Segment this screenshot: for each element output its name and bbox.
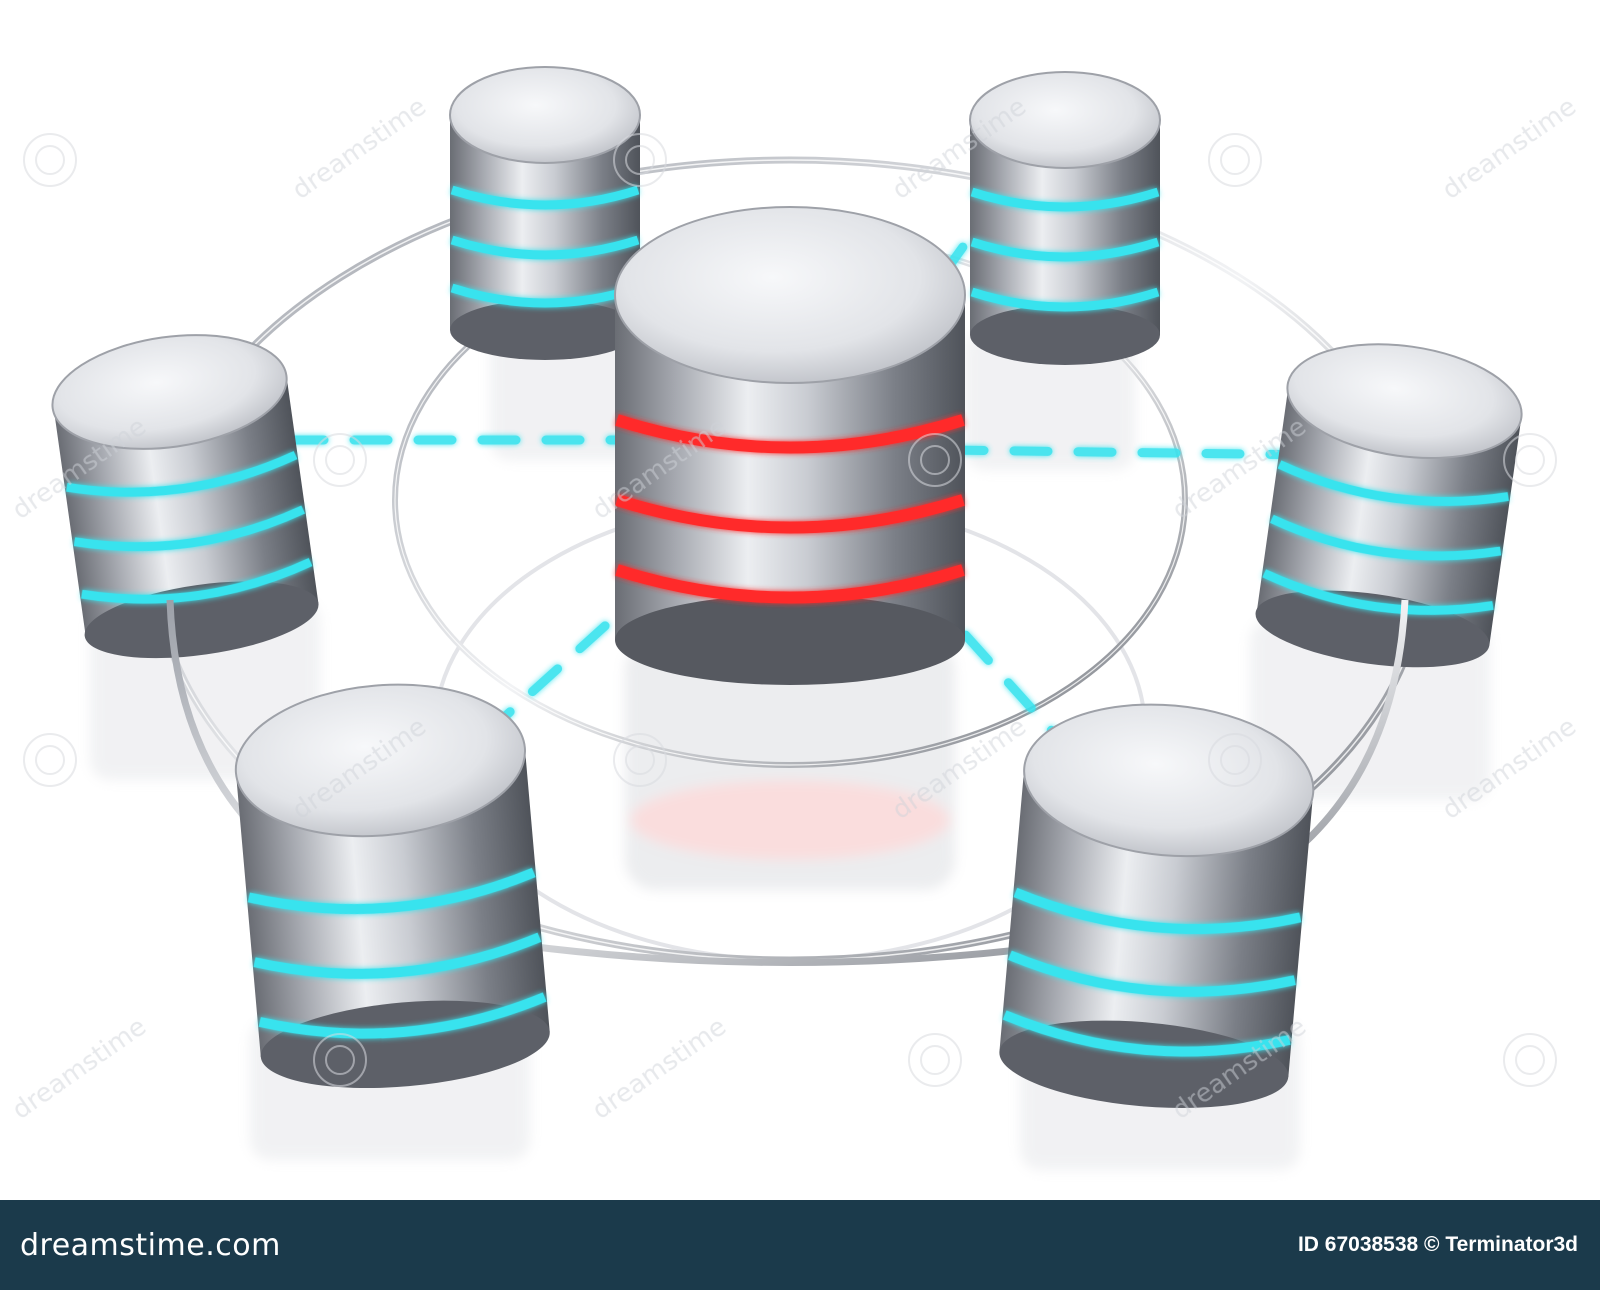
watermark-overlay — [23, 133, 1557, 1087]
image-credit: ID 67038538 © Terminator3d — [1297, 1233, 1578, 1256]
watermark-text: dreamstime — [287, 92, 432, 206]
central-database-red-cylinder — [614, 206, 966, 685]
database-top-right-cylinder — [969, 71, 1161, 365]
database-network-illustration: dreamstime dreamstime dreamstime dreamst… — [7, 66, 1582, 1170]
watermark-text: dreamstime — [1437, 92, 1582, 206]
watermark-text: dreamstime — [587, 1012, 732, 1126]
database-top-left-cylinder — [449, 66, 641, 360]
watermark-text: dreamstime — [7, 1012, 152, 1126]
database-right-cylinder — [1255, 343, 1523, 668]
dreamstime-logo[interactable]: dreamstime.com — [20, 1227, 281, 1263]
footer-bar: dreamstime.com ID 67038538 © Terminator3… — [0, 1200, 1600, 1290]
database-left-cylinder — [51, 334, 319, 659]
database-bottom-left-cylinder — [234, 683, 550, 1089]
database-bottom-right-cylinder — [999, 703, 1315, 1109]
